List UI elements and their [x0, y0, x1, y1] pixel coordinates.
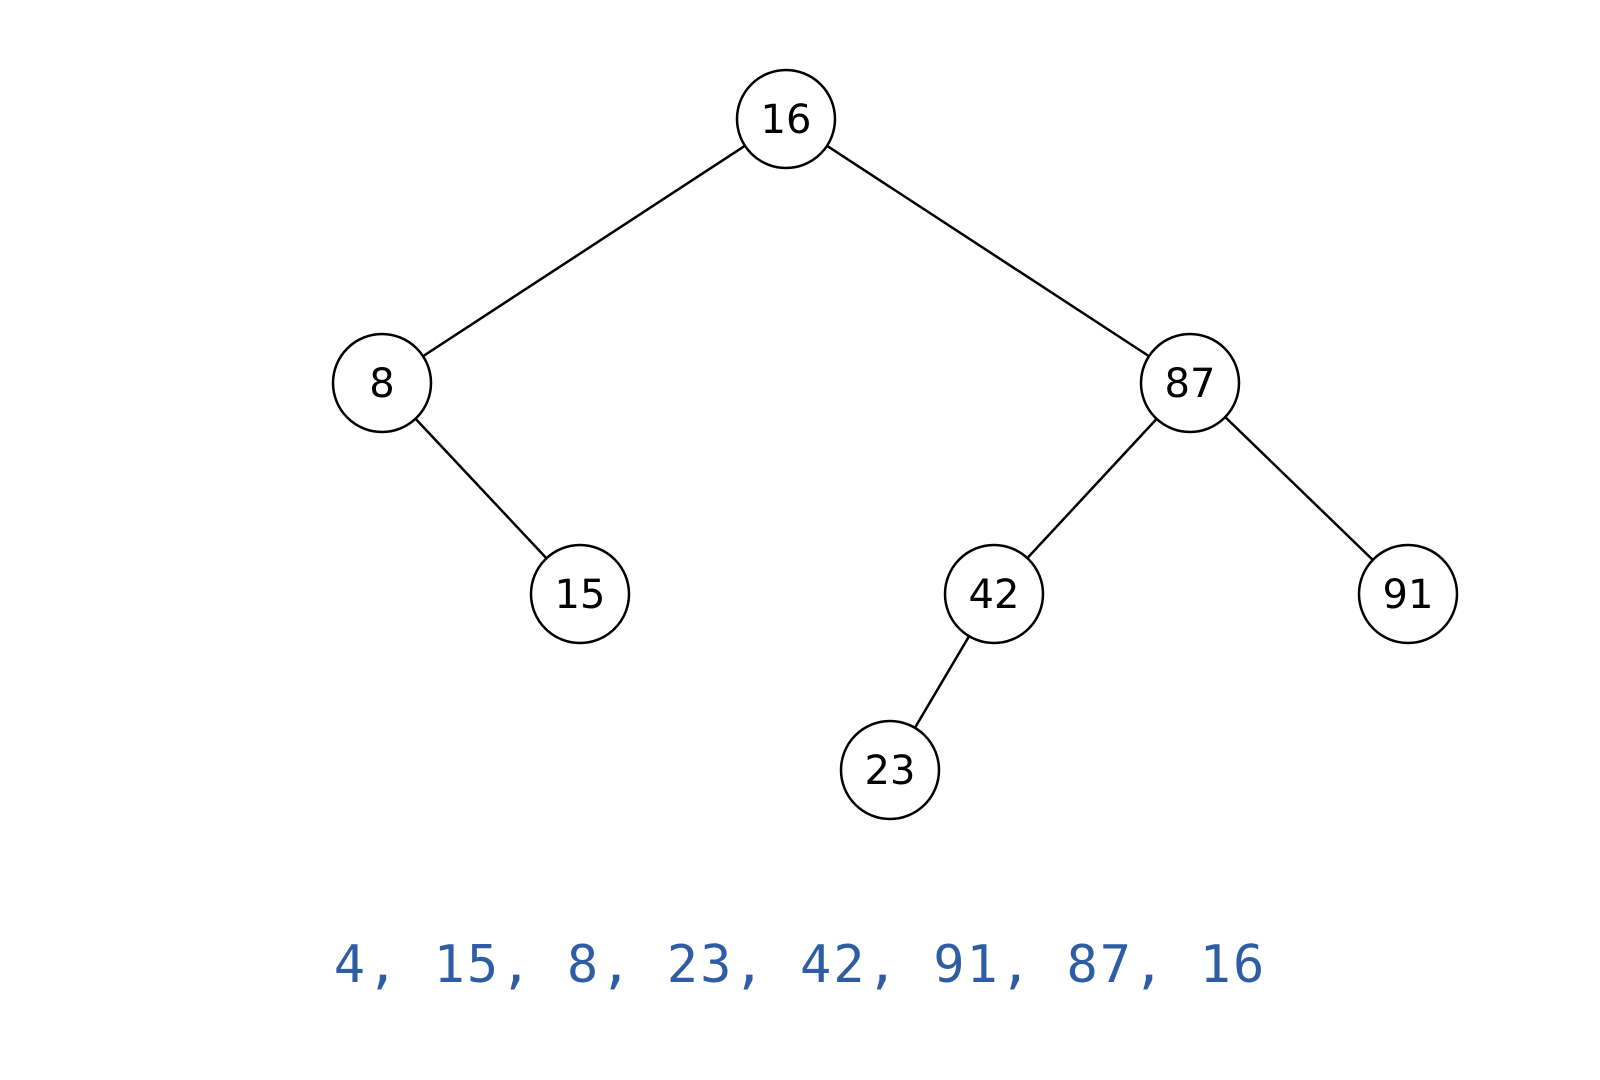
- tree-node-91: 91: [1357, 543, 1459, 645]
- tree-node-8: 8: [331, 332, 433, 434]
- tree-node-label: 15: [555, 572, 606, 618]
- tree-node-circle: [529, 543, 631, 645]
- tree-node-label: 91: [1383, 572, 1434, 618]
- tree-edge-16-87: [785, 117, 1191, 385]
- tree-edges: [381, 117, 1409, 771]
- tree-nodes: 16 8 87 15 42 91 23: [331, 68, 1459, 821]
- tree-node-16: 16: [735, 68, 837, 170]
- tree-node-circle: [839, 719, 941, 821]
- tree-node-23: 23: [839, 719, 941, 821]
- tree-node-circle: [1357, 543, 1459, 645]
- tree-node-circle: [943, 543, 1045, 645]
- tree-node-label: 8: [369, 361, 394, 407]
- traversal-sequence: 4, 15, 8, 23, 42, 91, 87, 16: [333, 935, 1267, 995]
- tree-node-15: 15: [529, 543, 631, 645]
- tree-node-label: 23: [865, 748, 916, 794]
- tree-edge-87-91: [1189, 382, 1409, 595]
- tree-node-label: 42: [969, 572, 1020, 618]
- tree-node-87: 87: [1139, 332, 1241, 434]
- tree-node-label: 87: [1165, 361, 1216, 407]
- tree-node-42: 42: [943, 543, 1045, 645]
- tree-node-circle: [735, 68, 837, 170]
- tree-edge-16-8: [381, 117, 787, 385]
- tree-node-circle: [1139, 332, 1241, 434]
- tree-node-circle: [331, 332, 433, 434]
- tree-node-label: 16: [761, 97, 812, 143]
